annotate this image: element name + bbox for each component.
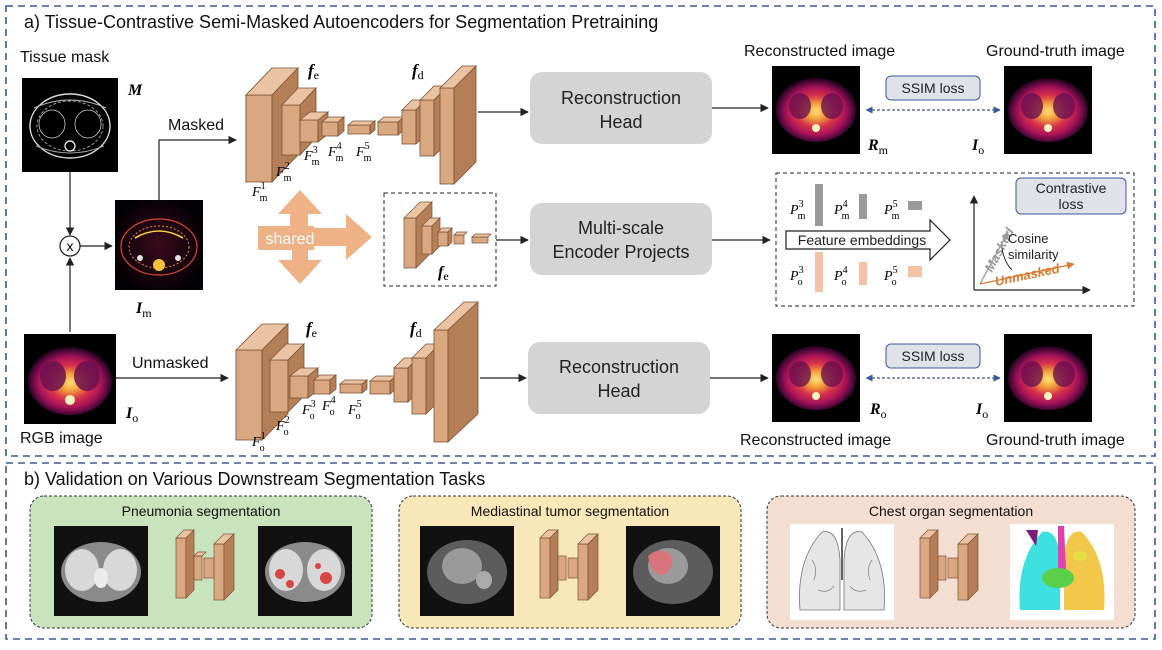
bar-masked-4 bbox=[859, 194, 867, 219]
top-reconstruction-head bbox=[530, 72, 712, 144]
bottom-recon-head-line2: Head bbox=[597, 381, 640, 401]
top-gt-symbol: Io bbox=[971, 137, 984, 157]
rgb-image-label: RGB image bbox=[20, 430, 103, 447]
bottom-reconstructed-image bbox=[772, 334, 860, 422]
multiscale-projects-box bbox=[530, 203, 712, 275]
middle-encoder-symbol: fe bbox=[438, 264, 449, 283]
chest-organ-output-image bbox=[1010, 524, 1114, 620]
mediastinal-label: Mediastinal tumor segmentation bbox=[471, 503, 669, 519]
panel-a-title: a) Tissue-Contrastive Semi-Masked Autoen… bbox=[24, 12, 658, 32]
bottom-autoencoder bbox=[235, 301, 480, 443]
masked-branch-arrow bbox=[158, 135, 237, 200]
contrastive-loss-line1: Contrastive bbox=[1036, 180, 1107, 196]
panel-b-frame bbox=[5, 462, 1156, 640]
top-decoder-symbol: fd bbox=[412, 61, 424, 82]
top-reconstructed-image bbox=[772, 66, 860, 154]
bottom-reconstructed-label: Reconstructed image bbox=[740, 432, 891, 449]
mediastinal-output-image bbox=[626, 526, 720, 616]
pneumonia-label: Pneumonia segmentation bbox=[122, 503, 281, 519]
masked-branch-label: Masked bbox=[168, 117, 224, 134]
chest-organ-label: Chest organ segmentation bbox=[869, 503, 1033, 519]
shared-arrow bbox=[278, 190, 372, 284]
tissue-mask-label: Tissue mask bbox=[20, 49, 110, 66]
rgb-image bbox=[24, 334, 116, 424]
original-image-symbol: Io bbox=[125, 405, 138, 425]
multiscale-line1: Multi-scale bbox=[578, 218, 664, 238]
mediastinal-network bbox=[539, 529, 599, 601]
top-ground-truth-label: Ground-truth image bbox=[986, 43, 1125, 60]
bottom-recon-head-line1: Reconstruction bbox=[559, 357, 679, 377]
bottom-ssim-label: SSIM loss bbox=[901, 348, 964, 364]
feature-embeddings-label: Feature embeddings bbox=[798, 232, 926, 248]
bottom-ground-truth-label: Ground-truth image bbox=[986, 432, 1125, 449]
masked-vector bbox=[979, 231, 1009, 285]
multiply-symbol: x bbox=[67, 238, 74, 254]
top-ssim-label: SSIM loss bbox=[901, 80, 964, 96]
pneumonia-input-image bbox=[54, 526, 148, 616]
bar-unmasked-5 bbox=[908, 266, 922, 277]
top-recon-head-line1: Reconstruction bbox=[561, 88, 681, 108]
top-ssim-box bbox=[885, 75, 981, 101]
multiscale-line2: Encoder Projects bbox=[552, 242, 689, 262]
bar-unmasked-4 bbox=[859, 262, 867, 285]
cosine-line1: Cosine bbox=[1008, 231, 1048, 246]
chest-organ-input-image bbox=[790, 524, 894, 620]
contrastive-region bbox=[775, 172, 1135, 307]
bottom-gt-symbol: Io bbox=[975, 401, 988, 421]
chest-organ-network bbox=[919, 529, 979, 601]
top-encoder-symbol: fe bbox=[308, 61, 319, 82]
mediastinal-input-image bbox=[420, 526, 514, 616]
panel-b-title: b) Validation on Various Downstream Segm… bbox=[24, 469, 485, 489]
bottom-ssim-box bbox=[885, 343, 981, 369]
top-recon-symbol: Rm bbox=[867, 137, 889, 157]
unmasked-vector bbox=[979, 261, 1075, 285]
bottom-decoder-symbol: fd bbox=[410, 319, 422, 340]
mask-symbol: M bbox=[127, 82, 143, 99]
masked-image bbox=[115, 200, 203, 290]
middle-encoder-box bbox=[383, 192, 497, 287]
pneumonia-network bbox=[175, 529, 235, 601]
bottom-recon-symbol: Ro bbox=[869, 401, 887, 421]
top-autoencoder bbox=[245, 65, 477, 185]
contrastive-loss-box bbox=[1015, 177, 1127, 215]
bar-masked-3 bbox=[815, 184, 823, 226]
bar-unmasked-3 bbox=[815, 252, 823, 292]
pneumonia-output-image bbox=[258, 526, 352, 616]
bottom-ground-truth-image bbox=[1004, 334, 1092, 422]
tissue-mask-image bbox=[22, 78, 118, 172]
shared-label: shared bbox=[266, 231, 315, 248]
bar-masked-5 bbox=[908, 201, 922, 210]
top-recon-head-line2: Head bbox=[599, 112, 642, 132]
bottom-reconstruction-head bbox=[528, 342, 710, 414]
unmasked-branch-label: Unmasked bbox=[132, 355, 208, 372]
masked-image-symbol: Im bbox=[135, 300, 152, 320]
middle-encoder bbox=[403, 201, 492, 269]
cosine-line2: similarity bbox=[1008, 247, 1059, 262]
feature-embeddings-arrow bbox=[785, 218, 951, 262]
contrastive-loss-line2: loss bbox=[1059, 196, 1084, 212]
axis-unmasked-label: Unmasked bbox=[994, 260, 1062, 289]
panel-a-frame bbox=[5, 5, 1156, 457]
bottom-encoder-symbol: fe bbox=[306, 319, 317, 340]
top-reconstructed-label: Reconstructed image bbox=[744, 43, 895, 60]
top-ground-truth-image bbox=[1004, 66, 1092, 154]
